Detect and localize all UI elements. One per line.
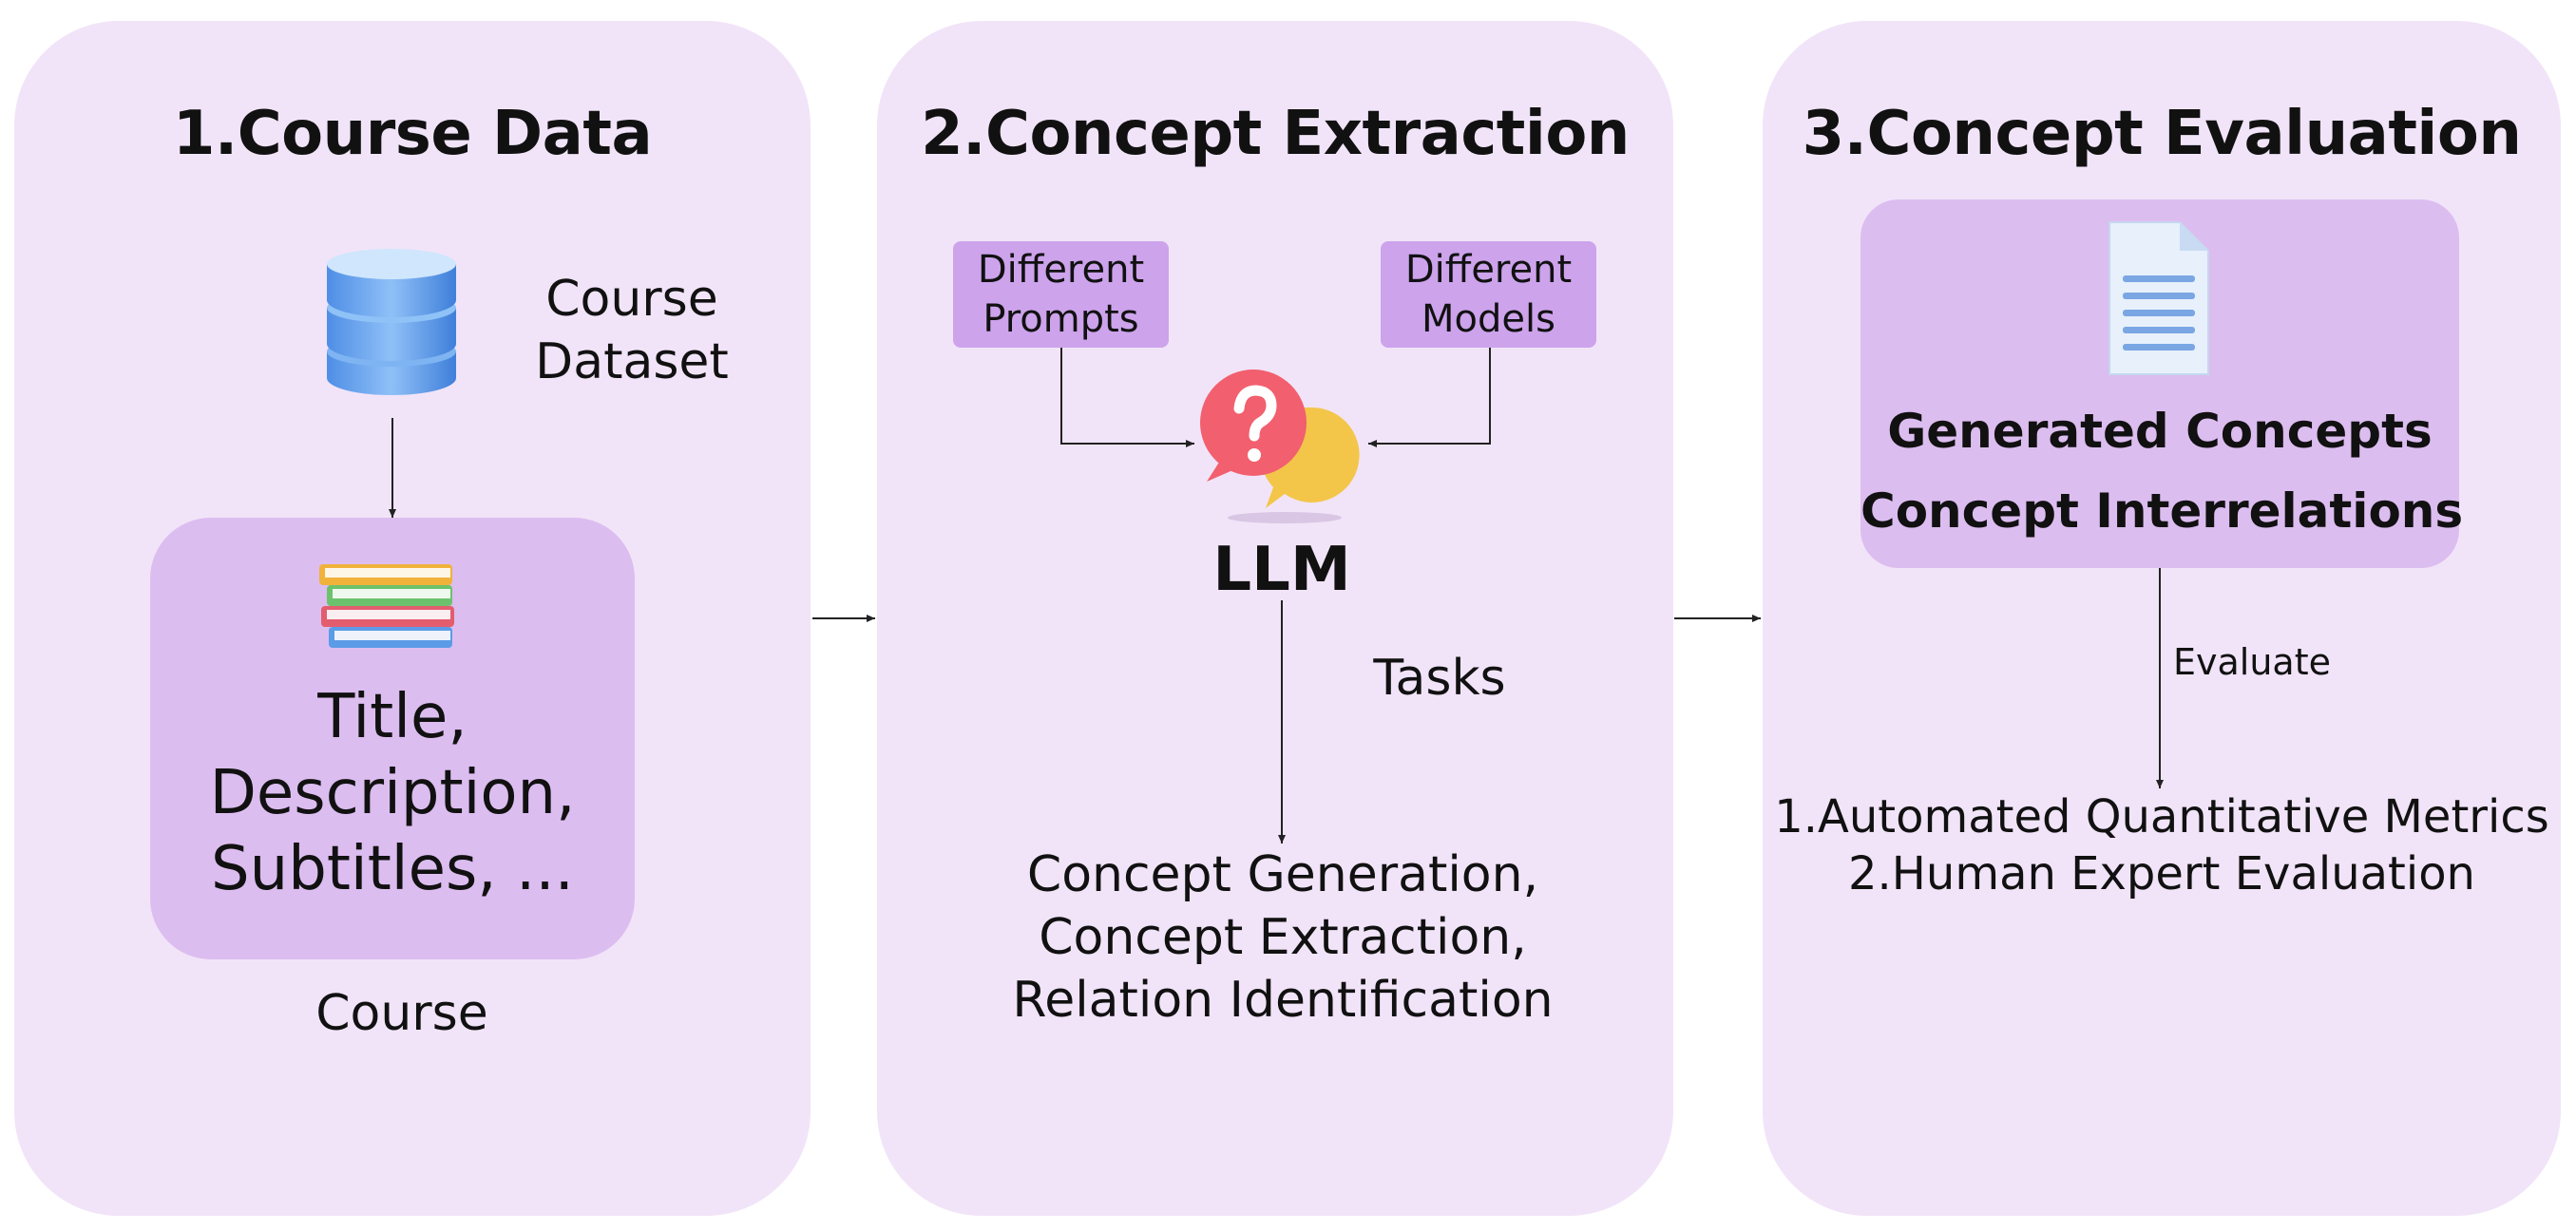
llm-label: LLM: [1212, 535, 1351, 605]
tasks-list: Concept Generation, Concept Extraction, …: [979, 843, 1587, 1032]
different-models-box: Different Models: [1381, 241, 1596, 348]
evaluate-label: Evaluate: [2173, 641, 2331, 683]
different-prompts-line: Prompts: [983, 297, 1139, 341]
generated-output-text: Generated Concepts Concept Interrelation…: [1860, 391, 2464, 551]
document-icon: [2109, 221, 2209, 375]
generated-concepts-label: Generated Concepts: [1887, 404, 2433, 459]
books-icon: [319, 564, 454, 648]
course-dataset-label-line: Course: [545, 271, 718, 328]
evaluation-methods: 1.Automated Quantitative Metrics 2.Human…: [1763, 788, 2561, 902]
tasks-list-line: Relation Identification: [1012, 972, 1554, 1029]
panel-title-course-data: 1.Course Data: [172, 99, 653, 169]
different-prompts-line: Different: [977, 248, 1145, 292]
course-label: Course: [315, 985, 488, 1042]
different-models-line: Models: [1422, 297, 1555, 341]
concept-extraction-panel: 2.Concept Extraction: [877, 21, 1673, 1216]
different-models-line: Different: [1404, 248, 1573, 292]
question-chat-icon: [1200, 370, 1360, 523]
evaluation-method-line: 2.Human Expert Evaluation: [1848, 847, 2475, 900]
concept-interrelations-label: Concept Interrelations: [1860, 483, 2464, 539]
database-icon: [327, 249, 456, 395]
panel-title-concept-extraction: 2.Concept Extraction: [921, 99, 1630, 169]
panel-title-concept-evaluation: 3.Concept Evaluation: [1802, 99, 2522, 169]
course-dataset-label: Course Dataset: [513, 268, 751, 393]
course-fields-line: Title,: [317, 682, 467, 752]
course-dataset-label-line: Dataset: [535, 333, 729, 390]
different-prompts-box: Different Prompts: [953, 241, 1169, 348]
course-fields-line: Description,: [209, 758, 576, 828]
arrow-prompts-to-llm: [1060, 347, 1194, 447]
tasks-label: Tasks: [1373, 650, 1506, 707]
course-fields-text: Title, Description, Subtitles, ...: [150, 679, 635, 907]
tasks-list-line: Concept Generation,: [1026, 846, 1539, 903]
evaluation-method-line: 1.Automated Quantitative Metrics: [1774, 790, 2549, 843]
arrow-models-to-llm: [1368, 347, 1491, 447]
course-fields-line: Subtitles, ...: [211, 834, 574, 904]
tasks-list-line: Concept Extraction,: [1039, 909, 1527, 966]
